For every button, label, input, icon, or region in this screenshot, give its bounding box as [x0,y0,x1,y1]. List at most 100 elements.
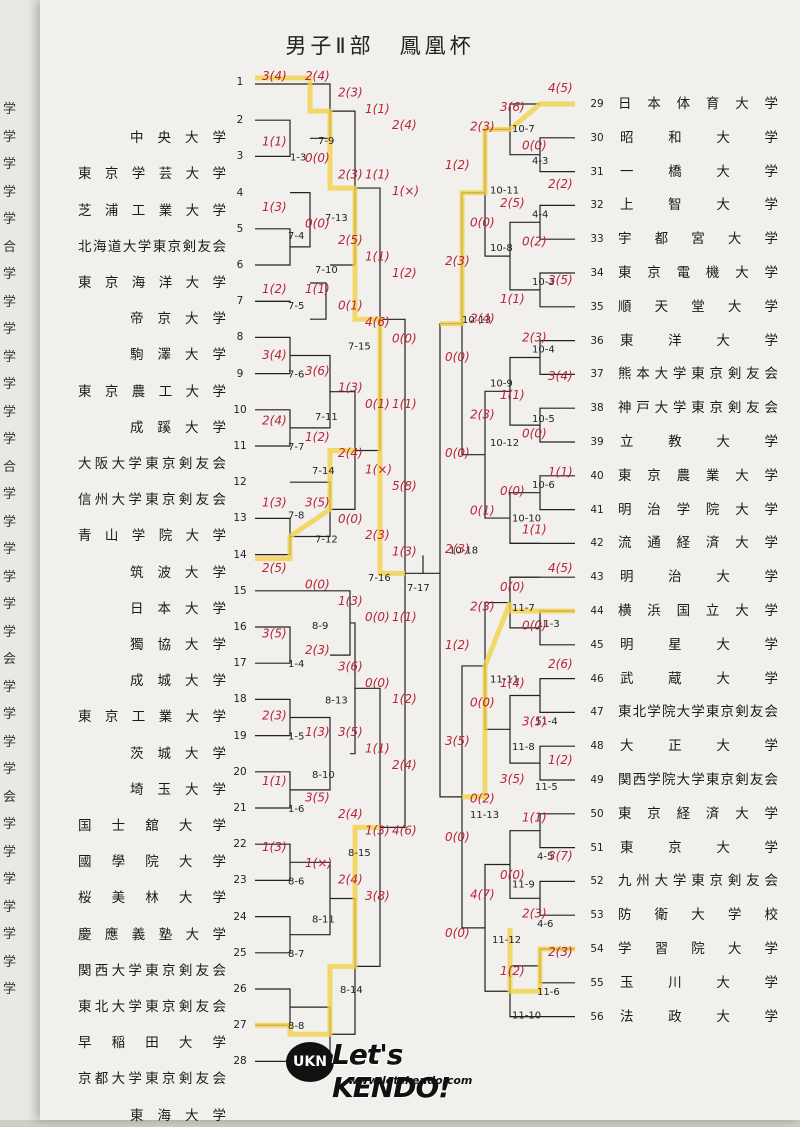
handwritten-score: 1(2) [262,282,287,296]
seed-number-left: 11 [229,439,251,453]
handwritten-score: 1(1) [365,167,390,181]
match-number: 10-5 [532,414,555,425]
seed-number-right: 45 [586,638,608,652]
match-number: 10-8 [490,243,513,254]
seed-number-left: 26 [229,982,251,996]
match-number: 8-15 [348,848,371,859]
bracket-line [255,989,290,1025]
seed-number-left: 4 [229,186,251,200]
handwritten-score: 2(3) [262,709,287,723]
handwritten-score: 1(2) [445,158,470,172]
handwritten-score: 0(0) [305,151,330,165]
seed-number-right: 33 [586,232,608,246]
handwritten-score: 0(0) [522,427,547,441]
team-name-left: 京都大学東京剣友会 [78,1068,226,1090]
match-number: 7-16 [368,573,391,584]
bracket-line [255,518,290,554]
match-number: 8-10 [312,770,335,781]
handwritten-score: 1(4) [500,676,525,690]
handwritten-score: 0(0) [500,580,525,594]
handwritten-score: 1(3) [262,200,287,214]
handwritten-score: 2(3) [548,945,573,959]
handwritten-score: 0(0) [305,577,330,591]
team-name-left: 東京学芸大学 [78,163,226,185]
handwritten-score: 1(3) [262,840,287,854]
handwritten-score: 1(1) [365,102,390,116]
seed-number-left: 8 [229,330,251,344]
handwritten-score: 0(0) [365,676,390,690]
match-number: 11-12 [492,935,521,946]
match-number: 7-5 [288,301,304,312]
team-name-right: 法政大学 [620,1006,778,1028]
team-name-right: 明治学院大学 [618,499,778,521]
match-number: 10-7 [512,124,535,135]
seed-number-right: 38 [586,401,608,415]
handwritten-score: 3(6) [305,364,330,378]
handwritten-score: 1(1) [548,465,573,479]
handwritten-score: 1(1) [262,135,287,149]
team-name-left: 國學院大学 [78,851,226,873]
handwritten-score: 2(4) [338,807,363,821]
seed-number-left: 9 [229,367,251,381]
seed-number-left: 15 [229,584,251,598]
team-name-right: 東京農業大学 [618,465,778,487]
team-name-left: 慶應義塾大学 [78,924,226,946]
handwritten-score: 2(3) [365,528,390,542]
handwritten-score: 1(1) [262,774,287,788]
match-number: 7-11 [315,412,338,423]
team-name-left: 中央大学 [130,127,226,149]
handwritten-score: 0(0) [445,350,470,364]
handwritten-score: 3(5) [305,495,330,509]
seed-number-right: 42 [586,536,608,550]
handwritten-score: 2(3) [522,331,547,345]
seed-number-left: 28 [229,1054,251,1068]
handwritten-score: 2(4) [262,413,287,427]
match-number: 1-3 [290,152,306,163]
match-number: 10-4 [532,345,555,356]
handwritten-score: 2(4) [470,311,495,325]
handwritten-score: 0(0) [500,868,525,882]
team-name-right: 上智大学 [620,194,778,216]
match-number: 7-9 [318,136,334,147]
team-name-right: 熊本大学東京剣友会 [618,363,778,385]
seed-number-left: 24 [229,910,251,924]
handwritten-score: 1(2) [392,692,417,706]
team-name-right: 明治大学 [620,566,778,588]
match-number: 8-9 [312,621,328,632]
seed-number-right: 32 [586,198,608,212]
team-name-right: 東京経済大学 [618,803,778,825]
handwritten-score: 2(2) [548,177,573,191]
handwritten-score: 4(5) [548,561,573,575]
match-number: 11-5 [535,782,558,793]
handwritten-score: 2(4) [338,873,363,887]
handwritten-score: 2(3) [445,254,470,268]
team-name-left: 東京農工大学 [78,381,226,403]
match-number: 1-5 [288,732,304,743]
team-name-left: 茨城大学 [130,743,226,765]
handwritten-score: 3(6) [338,659,363,673]
handwritten-score: 4(7) [470,887,495,901]
seed-number-right: 35 [586,300,608,314]
ukn-badge: UKN [286,1042,334,1082]
team-name-right: 昭和大学 [620,127,778,149]
team-name-left: 帝京大学 [130,308,226,330]
team-name-left: 埼玉大学 [130,779,226,801]
handwritten-score: 3(5) [305,791,330,805]
team-name-left: 桜美林大学 [78,887,226,909]
team-name-left: 東京海洋大学 [78,272,226,294]
handwritten-score: 0(0) [445,446,470,460]
seed-number-left: 18 [229,692,251,706]
seed-number-left: 5 [229,222,251,236]
match-number: 11-13 [470,810,499,821]
match-number: 10-12 [490,438,519,449]
team-name-left: 国士舘大学 [78,815,226,837]
seed-number-right: 41 [586,503,608,517]
seed-number-left: 6 [229,258,251,272]
bracket-line [540,679,575,713]
match-number: 8-6 [288,876,304,887]
seed-number-right: 50 [586,807,608,821]
handwritten-score: 1(3) [392,545,417,559]
seed-number-left: 2 [229,113,251,127]
team-name-right: 防衛大学校 [618,904,778,926]
handwritten-score: 2(3) [338,85,363,99]
